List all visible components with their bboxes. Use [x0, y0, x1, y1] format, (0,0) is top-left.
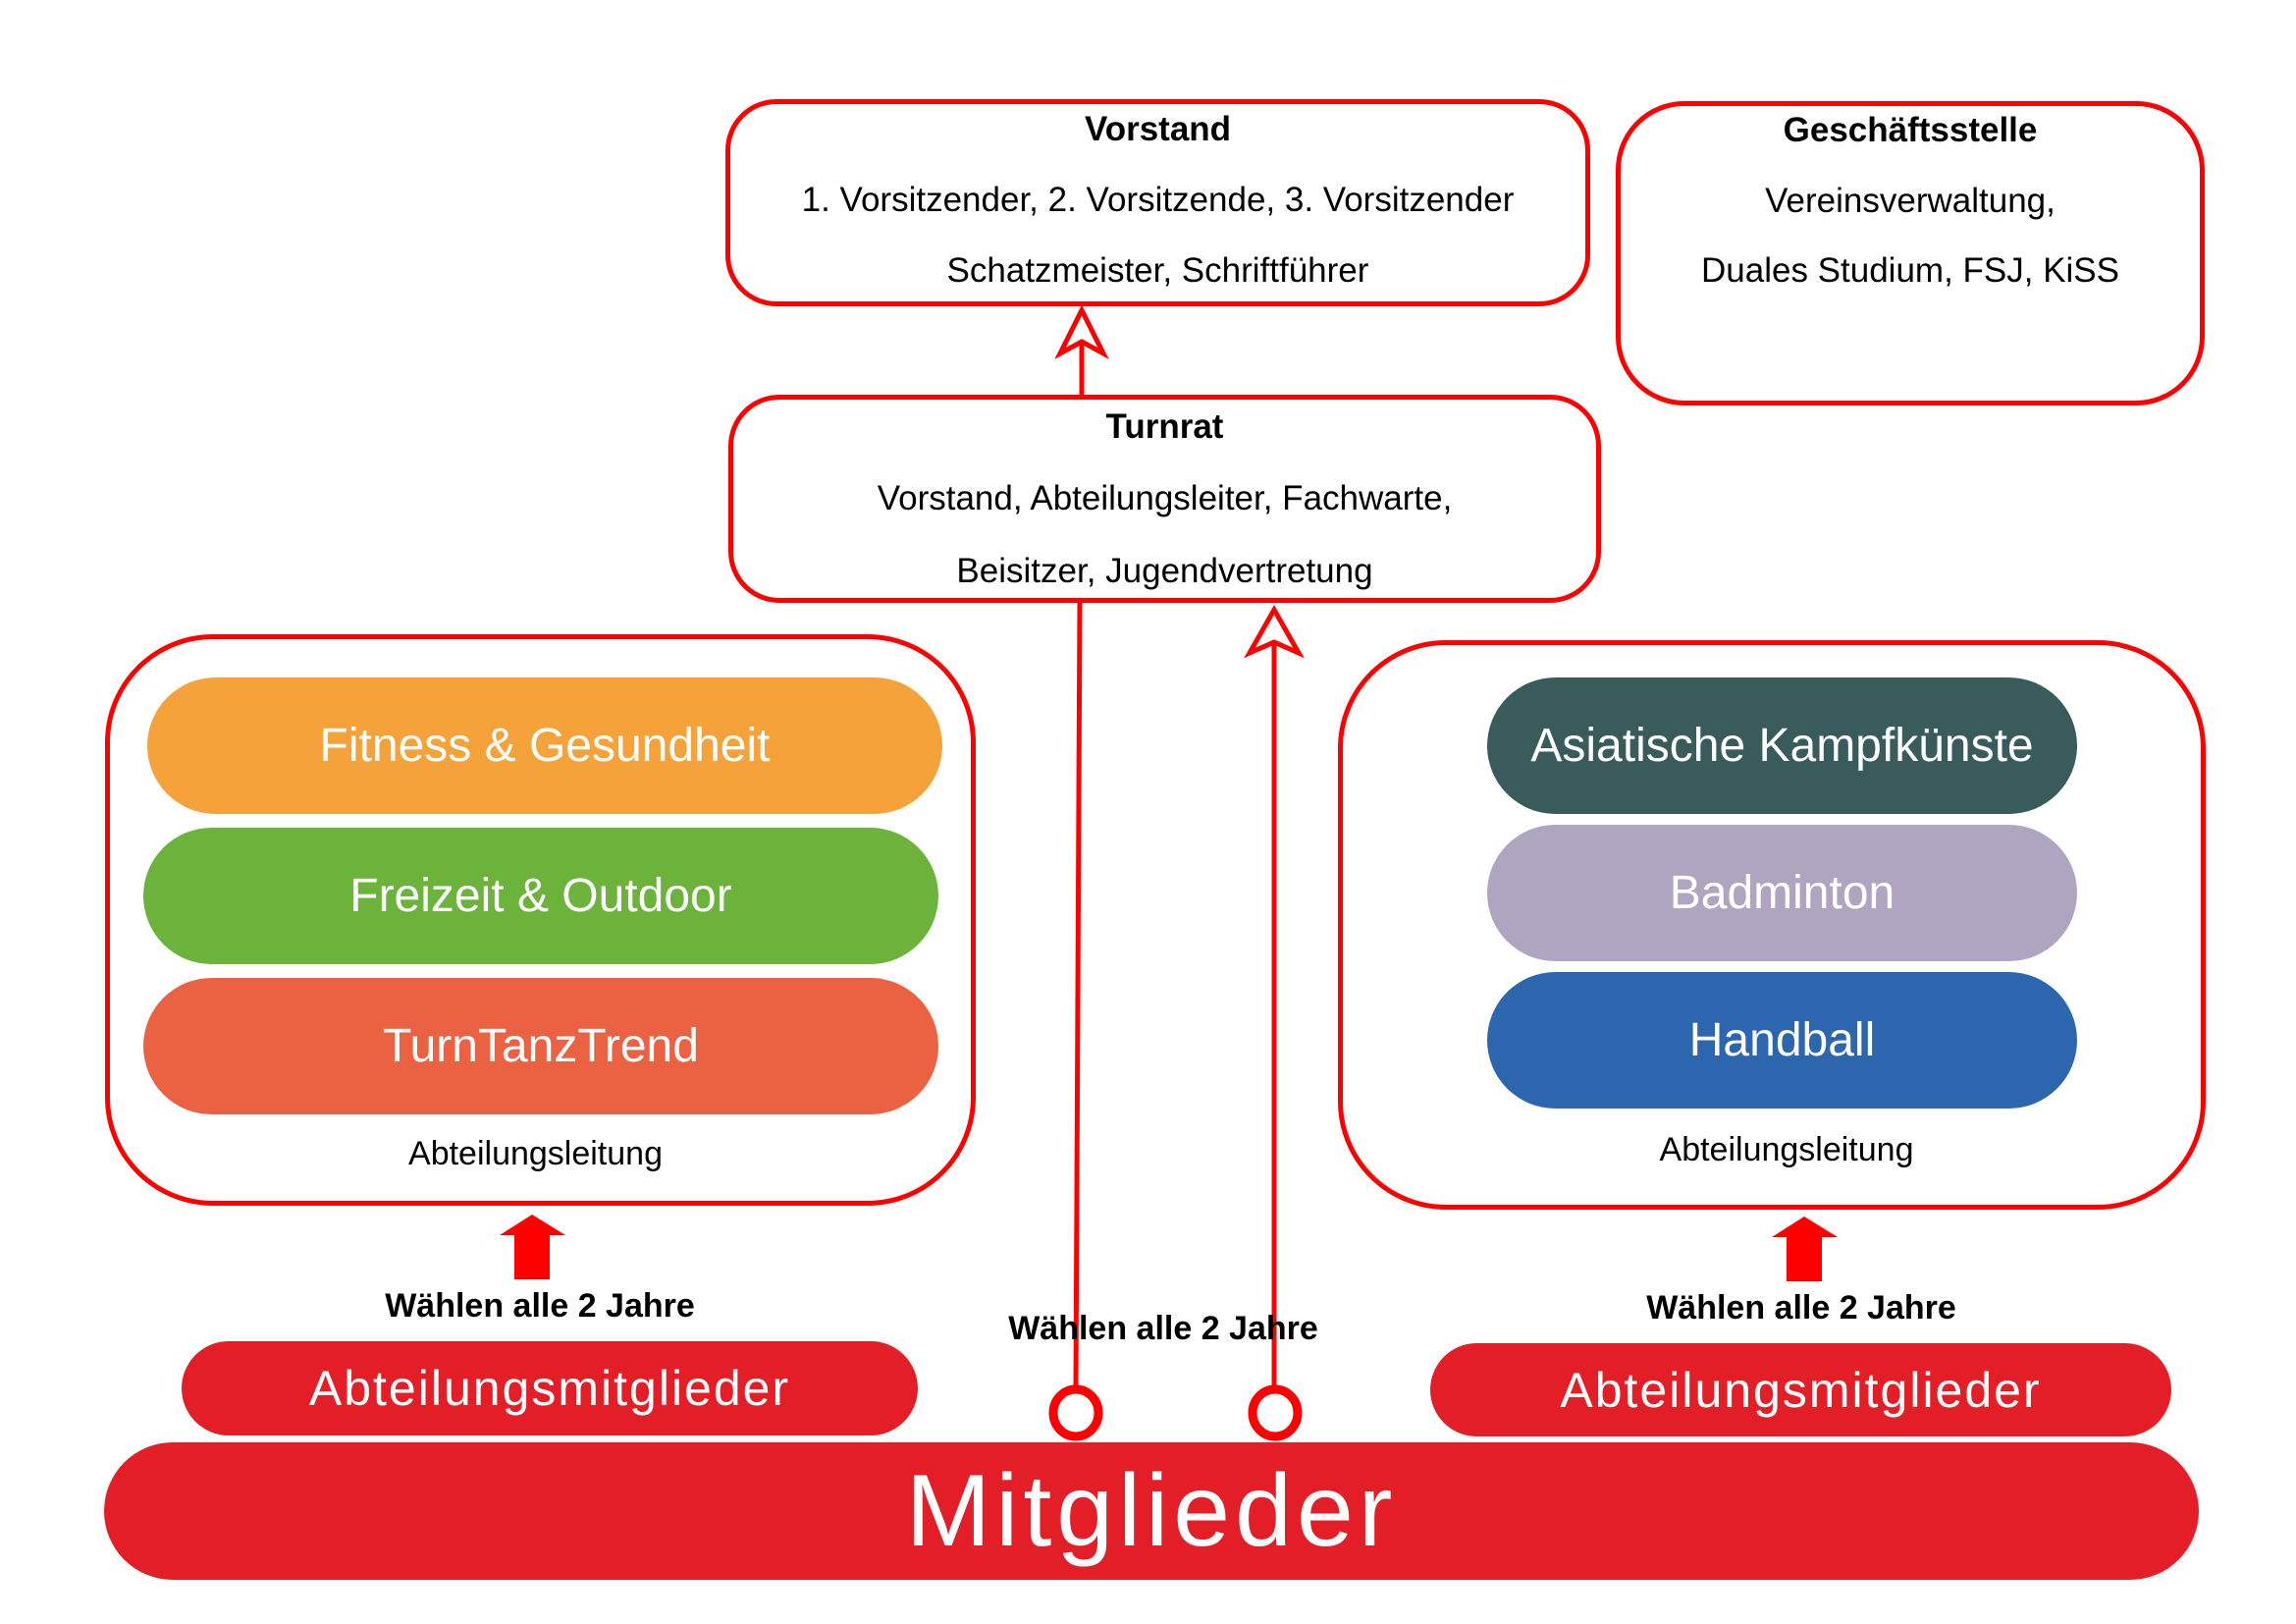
- department-turntanztrend[interactable]: TurnTanzTrend: [143, 978, 938, 1114]
- geschaeftsstelle-box[interactable]: Geschäftsstelle Vereinsverwaltung, Duale…: [1616, 101, 2205, 406]
- vorstand-line-1: 1. Vorsitzender, 2. Vorsitzende, 3. Vors…: [801, 181, 1515, 219]
- turnrat-title: Turnrat: [1105, 407, 1224, 446]
- left-vote-label: Wählen alle 2 Jahre: [385, 1287, 695, 1325]
- mitglieder-bar[interactable]: Mitglieder: [104, 1442, 2199, 1580]
- arrow-right-vote-icon: [1772, 1217, 1838, 1281]
- geschaeftsstelle-line-2: Duales Studium, FSJ, KiSS: [1701, 251, 2119, 290]
- left-department-group: Fitness & Gesundheit Freizeit & Outdoor …: [105, 634, 976, 1206]
- geschaeftsstelle-title: Geschäftsstelle: [1783, 111, 2038, 149]
- turnrat-line-2: Beisitzer, Jugendvertretung: [956, 552, 1373, 590]
- vorstand-line-2: Schatzmeister, Schriftführer: [946, 251, 1369, 290]
- mitglieder-label: Mitglieder: [905, 1453, 1398, 1568]
- right-abteilungsmitglieder[interactable]: Abteilungsmitglieder: [1430, 1343, 2171, 1436]
- department-fitness-gesundheit[interactable]: Fitness & Gesundheit: [147, 677, 942, 814]
- turnrat-line-1: Vorstand, Abteilungsleiter, Fachwarte,: [877, 479, 1453, 517]
- department-asiatische-kampfkuenste[interactable]: Asiatische Kampfkünste: [1487, 677, 2077, 814]
- department-label: Badminton: [1669, 867, 1896, 919]
- members-label: Abteilungsmitglieder: [1560, 1362, 2042, 1418]
- vorstand-title: Vorstand: [1084, 110, 1232, 148]
- left-group-footer: Abteilungsleitung: [408, 1135, 663, 1172]
- vorstand-box[interactable]: Vorstand 1. Vorsitzender, 2. Vorsitzende…: [725, 99, 1590, 306]
- department-label: Fitness & Gesundheit: [319, 720, 771, 772]
- department-label: Asiatische Kampfkünste: [1530, 720, 2034, 772]
- arrow-turnrat-to-vorstand: [1054, 304, 1109, 395]
- right-group-footer: Abteilungsleitung: [1659, 1131, 1914, 1168]
- members-label: Abteilungsmitglieder: [308, 1361, 791, 1416]
- center-vote-label: Wählen alle 2 Jahre: [1008, 1310, 1318, 1347]
- right-vote-label: Wählen alle 2 Jahre: [1646, 1289, 1956, 1326]
- department-badminton[interactable]: Badminton: [1487, 825, 2077, 961]
- turnrat-box[interactable]: Turnrat Vorstand, Abteilungsleiter, Fach…: [728, 395, 1601, 603]
- department-handball[interactable]: Handball: [1487, 972, 2077, 1109]
- department-label: TurnTanzTrend: [383, 1020, 699, 1072]
- department-freizeit-outdoor[interactable]: Freizeit & Outdoor: [143, 828, 938, 964]
- right-department-group: Asiatische Kampfkünste Badminton Handbal…: [1338, 640, 2206, 1210]
- geschaeftsstelle-line-1: Vereinsverwaltung,: [1765, 182, 2056, 220]
- department-label: Handball: [1688, 1014, 1876, 1066]
- arrow-left-vote-icon: [500, 1215, 565, 1279]
- department-label: Freizeit & Outdoor: [349, 870, 732, 922]
- left-abteilungsmitglieder[interactable]: Abteilungsmitglieder: [182, 1341, 918, 1435]
